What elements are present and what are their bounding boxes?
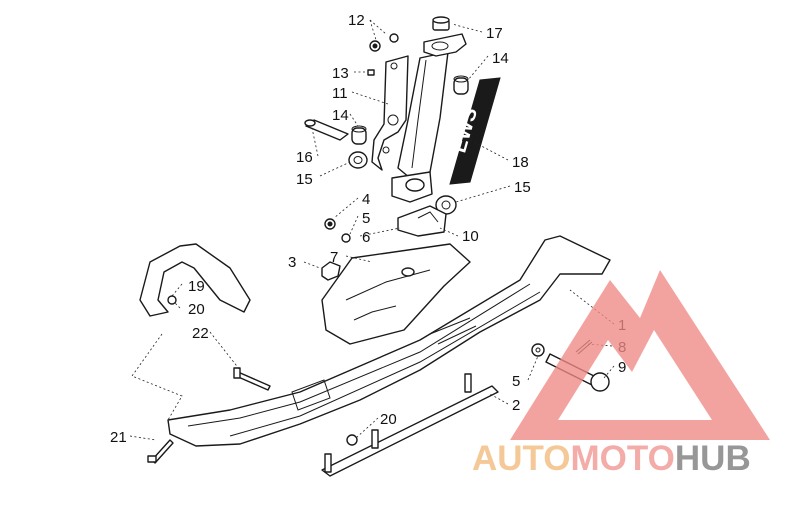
bolt-22: [233, 367, 271, 391]
watermark-triangle: [510, 270, 770, 440]
callout-7: 7: [330, 249, 338, 266]
pin-16: [304, 119, 349, 141]
nut-4: [324, 218, 336, 230]
bolt-21: [147, 439, 174, 464]
lock-nut-3: [321, 261, 341, 281]
callout-2: 2: [512, 397, 520, 414]
callout-21: 21: [110, 429, 127, 446]
callout-16: 16: [296, 149, 313, 166]
bushing-14-left: [351, 125, 367, 145]
svg-text:AUTOMOTOHUB: AUTOMOTOHUB: [472, 439, 751, 478]
callout-14: 14: [492, 50, 509, 67]
spindle-top-plate: [423, 33, 467, 57]
callout-4: 4: [362, 191, 370, 208]
callout-12: 12: [348, 12, 365, 29]
wear-rod-2: [321, 373, 499, 477]
callout-10: 10: [462, 228, 479, 245]
callout-5: 5: [512, 373, 520, 390]
spindle: [391, 51, 449, 203]
steering-arm-bracket: [371, 55, 409, 171]
nut-12: [369, 33, 399, 52]
ski-1: [167, 235, 611, 447]
callout-6: 6: [362, 229, 370, 246]
watermark-moto: MOTO: [571, 439, 675, 478]
watermark-hub: HUB: [675, 439, 751, 478]
callout-13: 13: [332, 65, 349, 82]
watermark-auto: AUTO: [472, 439, 571, 478]
callout-20: 20: [188, 301, 205, 318]
callout-22: 22: [192, 325, 209, 342]
callout-3: 3: [288, 254, 296, 271]
nut-20-lower: [346, 434, 358, 446]
callout-20: 20: [380, 411, 397, 428]
ski-bumper-10: [397, 205, 447, 237]
callout-11: 11: [332, 85, 348, 102]
callout-17: 17: [486, 25, 503, 42]
callout-14: 14: [332, 107, 349, 124]
grease-fitting-13: [367, 69, 375, 76]
bushing-14-top: [453, 75, 469, 95]
ski-saddle-7: [321, 243, 471, 345]
callout-19: 19: [188, 278, 205, 295]
callout-5: 5: [362, 210, 370, 227]
callout-15: 15: [296, 171, 313, 188]
callout-15: 15: [514, 179, 531, 196]
bushing-15-left: [348, 151, 368, 169]
washer-5-left: [341, 233, 351, 243]
watermark-logo: AUTOMOTOHUB: [472, 270, 770, 478]
ski-handle-19: [139, 243, 251, 317]
callout-18: 18: [512, 154, 529, 171]
washer-5-right: [531, 343, 545, 357]
callout-9: 9: [618, 359, 626, 376]
cap-screw-17: [432, 16, 450, 31]
